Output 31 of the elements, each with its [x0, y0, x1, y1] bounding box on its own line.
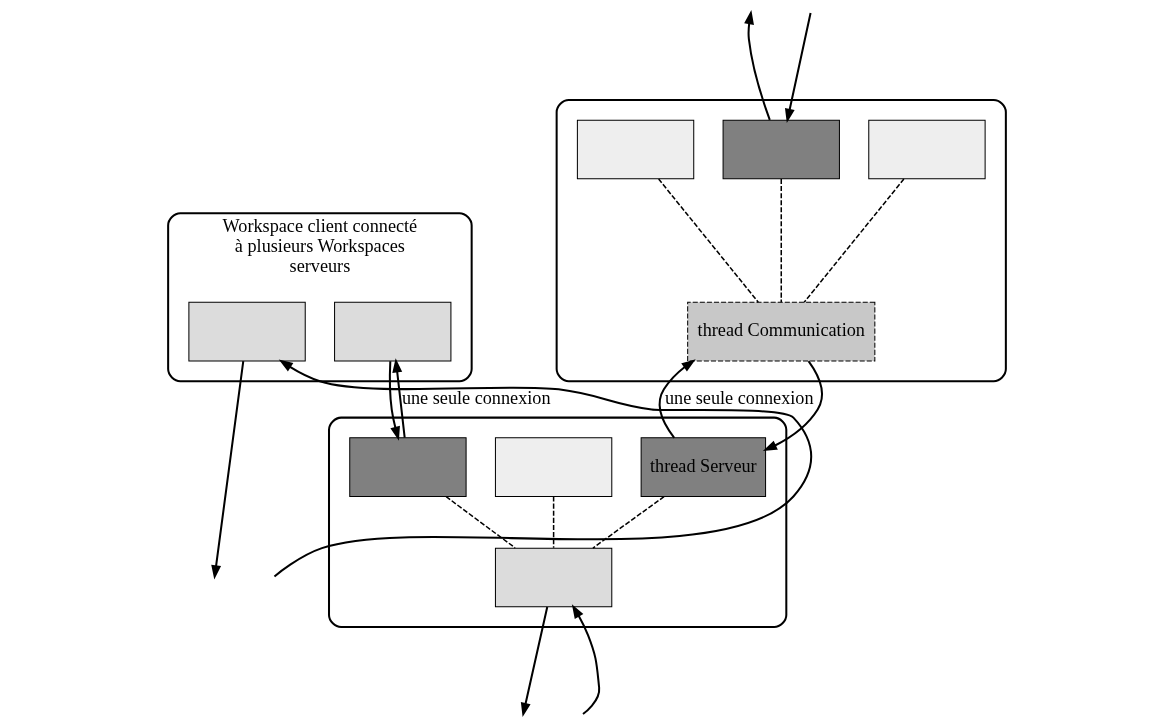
connector: [591, 495, 665, 549]
arrow: [210, 360, 244, 580]
arrow: [784, 12, 812, 123]
arrow: [658, 359, 696, 439]
arrow: [273, 359, 812, 578]
node-box: [348, 437, 467, 498]
arrow: [391, 358, 406, 438]
connector: [552, 495, 554, 549]
connector: [444, 495, 516, 549]
edge-label: une seule connexion: [664, 387, 814, 408]
connector: [657, 178, 759, 303]
cluster: Workspace client connecté à plusieurs Workspaces serveurs: [166, 212, 473, 383]
cluster: [555, 98, 1007, 383]
node-box: [722, 119, 840, 180]
node-box: [494, 547, 612, 608]
connector: [780, 178, 782, 303]
edge-label: une seule connexion: [401, 387, 551, 408]
arrow: [762, 360, 823, 452]
node-box: [494, 437, 612, 498]
arrow: [571, 604, 600, 715]
connector: [802, 178, 905, 303]
node-box: thread Serveur: [640, 437, 766, 498]
node-box: [576, 119, 694, 180]
cluster: [327, 416, 787, 629]
node-box: [867, 119, 986, 180]
node-box: [187, 301, 306, 362]
node-box: thread Communication: [686, 301, 875, 362]
node-box: [333, 301, 451, 362]
arrow: [743, 10, 771, 121]
arrow: [388, 361, 400, 441]
arrow: [520, 606, 548, 717]
